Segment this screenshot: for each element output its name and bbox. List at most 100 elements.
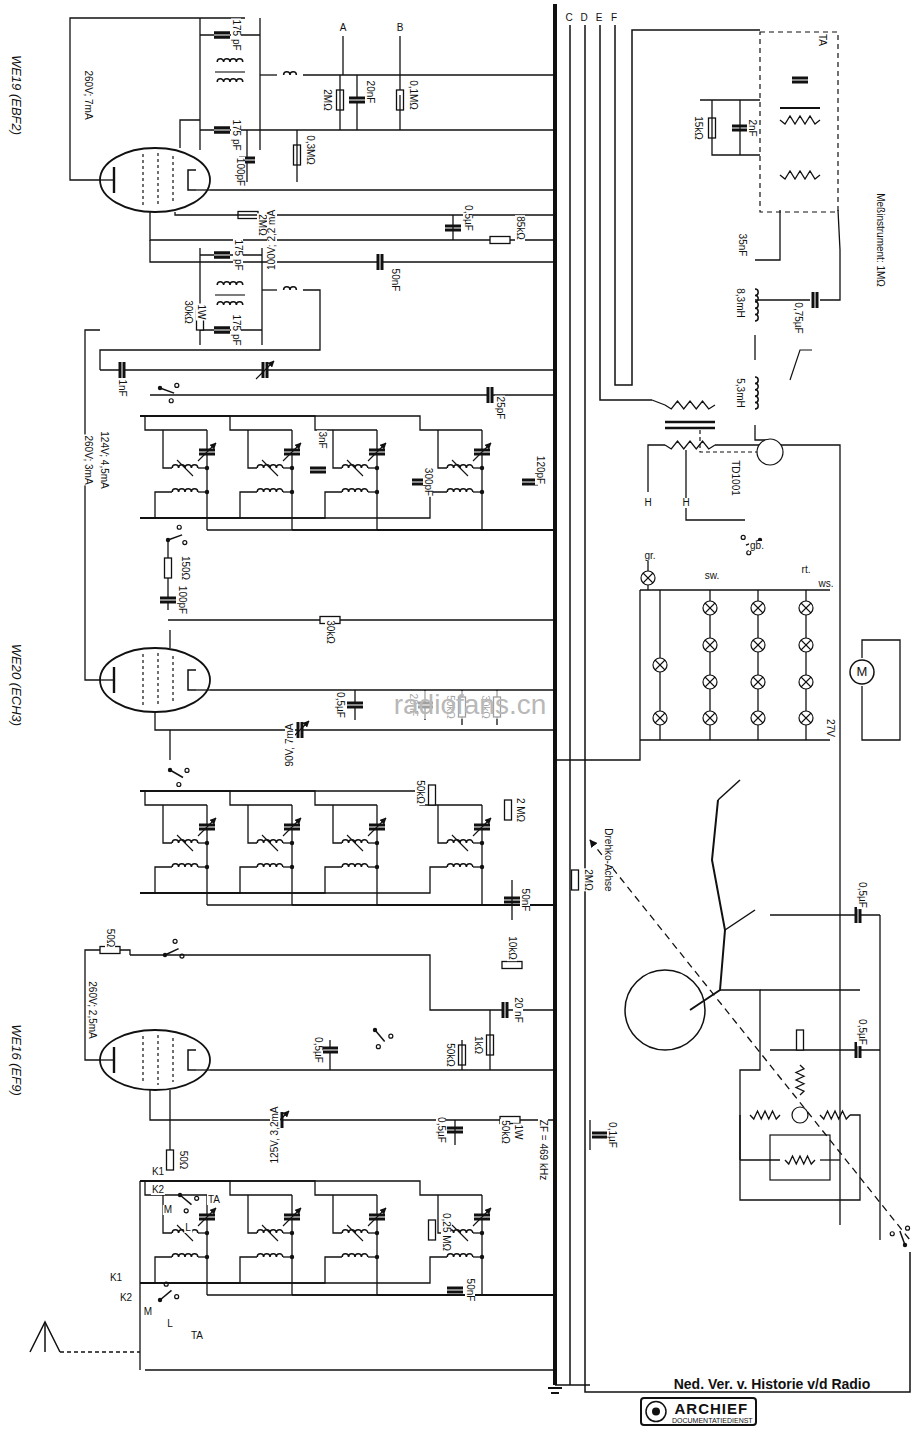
resistor-symbol (797, 1030, 804, 1050)
wire (753, 640, 763, 650)
component-value: gb. (749, 541, 765, 551)
microphone-symbol (757, 439, 783, 465)
wire (555, 1384, 590, 1386)
capacitor-symbol (347, 703, 363, 707)
tube-envelope (100, 148, 210, 212)
coil-symbol (447, 1254, 473, 1257)
wire (376, 1195, 377, 1295)
component-value: ws. (818, 579, 835, 589)
junction-dot (205, 1231, 209, 1235)
wire (150, 212, 555, 240)
component-value: 0,3MΩ (305, 134, 315, 166)
wire (482, 904, 555, 905)
component-value: E (595, 13, 604, 23)
archive-credit: Ned. Ver. v. Historie v/d Radio (673, 1377, 872, 1391)
component-value: K1 (109, 1273, 123, 1283)
wire (705, 713, 715, 723)
wire (163, 430, 172, 468)
terminal (184, 1209, 188, 1213)
wire (705, 640, 715, 650)
junction-dot (373, 1028, 377, 1032)
wire (753, 713, 763, 723)
wire (739, 100, 740, 155)
tube-name: WE16 (EF9) (10, 1023, 23, 1097)
wire (655, 713, 665, 723)
capacitor-symbol (214, 253, 230, 257)
wire (339, 75, 340, 130)
component-value: A (339, 23, 348, 33)
wire (755, 210, 780, 260)
tube-name: WE20 (ECH3) (10, 643, 23, 727)
wire (718, 780, 740, 800)
wire (879, 915, 880, 1240)
wire (481, 1195, 482, 1295)
lamp-symbol (799, 711, 813, 725)
coil-symbol (284, 287, 297, 290)
wire (196, 189, 210, 190)
terminal (389, 1034, 393, 1038)
capacitor-symbol (349, 98, 365, 102)
wire (705, 603, 715, 613)
capacitor-symbol (214, 33, 230, 37)
capacitor-symbol (813, 292, 817, 308)
wire (511, 880, 512, 920)
coil-symbol (217, 59, 243, 62)
wire (248, 1195, 257, 1233)
lamp-symbol (751, 601, 765, 615)
wire (801, 640, 811, 650)
wire (438, 805, 447, 843)
terminal (183, 541, 187, 545)
junction-dot (290, 490, 294, 494)
component-value: M (163, 1205, 173, 1215)
dial-disc (625, 970, 705, 1050)
wire (248, 430, 257, 468)
wire (140, 1181, 248, 1195)
wire (140, 867, 447, 893)
wire (705, 713, 715, 723)
wire (801, 713, 811, 723)
junction-dot (290, 466, 294, 470)
wire (705, 603, 715, 613)
wire (700, 430, 757, 452)
component-value: 0,5µF (857, 881, 867, 909)
wire (755, 425, 770, 440)
wire (640, 739, 830, 740)
wire (163, 804, 207, 805)
wire (690, 800, 725, 1010)
trimmer-arrow (283, 818, 301, 836)
resistor-symbol (165, 558, 172, 578)
coil-symbol (342, 864, 368, 867)
component-value: 100pF (177, 585, 187, 615)
component-value: 50kΩ (500, 1119, 510, 1145)
wire (862, 640, 900, 740)
wire (262, 835, 278, 851)
trimmer-arrow (198, 1208, 216, 1226)
wire (168, 535, 182, 540)
wire (303, 74, 555, 75)
lamp-symbol (799, 638, 813, 652)
component-value: 5,3mH (735, 377, 745, 408)
component-value: 2MΩ (583, 868, 593, 891)
wire (753, 677, 763, 687)
terminal (175, 1295, 179, 1299)
wire (248, 1194, 292, 1195)
junction-dot (158, 1298, 162, 1302)
wire (376, 430, 377, 530)
resistor-symbol (505, 800, 512, 820)
capacitor-symbol (214, 128, 230, 132)
component-value: 125V, 3,2mA (270, 1106, 280, 1165)
terminal (376, 1045, 380, 1049)
component-value: 0,5µF (313, 1036, 323, 1064)
component-value: 100pF (235, 157, 245, 187)
wire (333, 805, 342, 843)
trimmer-arrow (283, 1208, 301, 1226)
wire (140, 791, 438, 805)
wire (553, 4, 557, 1385)
wire (170, 770, 183, 778)
coil-symbol (217, 282, 243, 285)
component-value: sw. (704, 571, 720, 581)
terminal (177, 525, 181, 529)
resistor-symbol (490, 237, 510, 244)
lamp-symbol (751, 711, 765, 725)
wire (347, 1225, 363, 1241)
